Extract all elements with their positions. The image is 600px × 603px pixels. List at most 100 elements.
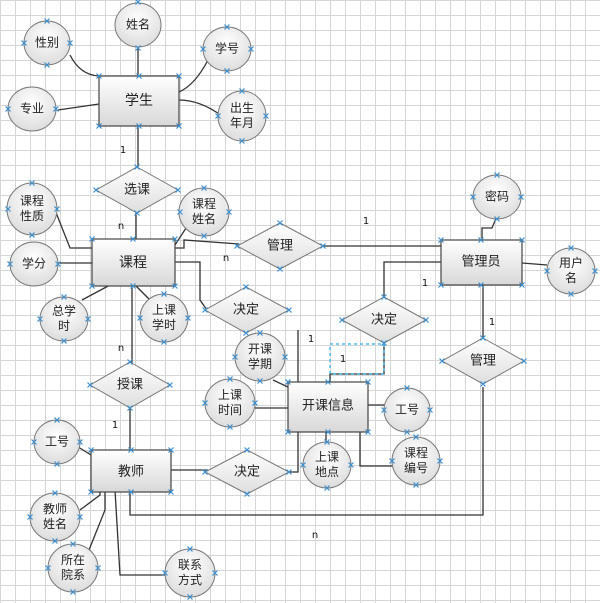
connection-point-icon [161,339,167,345]
connection-point-icon [478,237,484,243]
relationship-decide2-label: 决定 [371,313,397,328]
connection-point-icon [568,245,574,251]
edge-teacher-contact [114,489,165,576]
edge-info-cno [359,432,393,467]
connection-point-icon [427,407,433,413]
attribute-c-credit[interactable]: 学分 [9,241,59,287]
connection-point-icon [77,439,83,445]
connection-point-icon [201,233,207,239]
card-course-manage1: n [223,253,229,264]
connection-point-icon [439,358,445,364]
connection-point-icon [224,24,230,30]
entity-admin[interactable]: 管理员 [440,239,523,286]
connection-point-icon [544,268,550,274]
connection-point-icon [54,417,60,423]
relationship-manage2[interactable]: 管理 [440,337,526,385]
edge-course-nature [54,209,92,249]
attribute-c-hours[interactable]: 总学时 [39,296,89,342]
relationship-decide2[interactable]: 决定 [340,296,428,344]
selection-handles [5,0,598,600]
connection-point-icon [494,216,500,222]
connection-point-icon [77,514,83,520]
connection-point-icon [137,315,143,321]
edge-decide3-info [289,429,299,473]
connection-point-icon [172,236,178,242]
connection-point-icon [339,317,345,323]
attribute-label: 时间 [218,403,242,417]
connection-point-icon [365,429,371,435]
connection-point-icon [518,194,524,200]
edge-course-hours [81,284,111,301]
relationship-teach[interactable]: 授课 [88,361,172,409]
connection-point-icon [187,546,193,552]
relationship-manage1[interactable]: 管理 [235,222,325,270]
attribute-label: 总学 [52,303,76,318]
edge-teacher-dept [84,490,106,561]
connection-point-icon [70,541,76,547]
card-decide2-info: 1 [340,354,346,365]
attribute-s-gender[interactable]: 性别 [23,20,71,66]
connection-point-icon [244,491,250,497]
attribute-label: 姓名 [192,211,216,226]
selection-box[interactable] [329,343,385,375]
entity-student[interactable]: 学生 [98,75,180,127]
connection-point-icon [252,400,258,406]
attribute-label: 时 [58,319,70,333]
connection-point-icon [381,407,387,413]
entity-course[interactable]: 课程 [91,238,176,287]
relationship-select[interactable]: 选课 [94,166,180,214]
attribute-label: 姓名 [126,17,150,32]
connection-point-icon [53,106,59,112]
attribute-label: 编号 [404,460,428,475]
attribute-a-user[interactable]: 用户名 [546,247,596,295]
connection-point-icon [519,282,525,288]
attribute-s-major[interactable]: 专业 [7,86,57,132]
connection-point-icon [61,294,67,300]
attribute-label: 上课 [152,303,176,317]
connection-point-icon [212,570,218,576]
relationship-decide3[interactable]: 决定 [203,449,291,495]
attribute-label: 出生 [230,101,254,115]
entity-teacher[interactable]: 教师 [90,449,172,493]
connection-point-icon [381,294,387,300]
entity-student-label: 学生 [125,93,153,109]
attribute-s-name[interactable]: 姓名 [114,2,162,48]
relationship-decide1[interactable]: 决定 [203,286,291,334]
connection-point-icon [519,237,525,243]
card-manage1-admin: 1 [363,216,369,227]
connection-point-icon [239,138,245,144]
connection-point-icon [27,514,33,520]
entity-courseinfo[interactable]: 开课信息 [287,381,369,433]
attribute-label: 开课 [248,342,272,356]
connection-point-icon [300,462,306,468]
connection-point-icon [127,405,133,411]
attribute-t-workno[interactable]: 工号 [33,419,81,465]
attribute-label: 工号 [395,403,419,417]
card-decide1-info: 1 [308,334,314,345]
connection-point-icon [470,194,476,200]
connection-point-icon [325,429,331,435]
connection-point-icon [348,462,354,468]
connection-point-icon [202,400,208,406]
edge-info-term [272,379,291,389]
connection-point-icon [285,429,291,435]
attribute-s-id[interactable]: 学号 [202,26,252,72]
card-teach-teacher: 1 [112,420,118,431]
connection-point-icon [29,232,35,238]
edge-admin-user [521,262,548,266]
attribute-i-workno[interactable]: 工号 [383,387,431,433]
edge-admin-pwd [481,215,498,240]
attribute-a-pwd[interactable]: 密码 [472,174,522,220]
connection-point-icon [176,73,182,79]
